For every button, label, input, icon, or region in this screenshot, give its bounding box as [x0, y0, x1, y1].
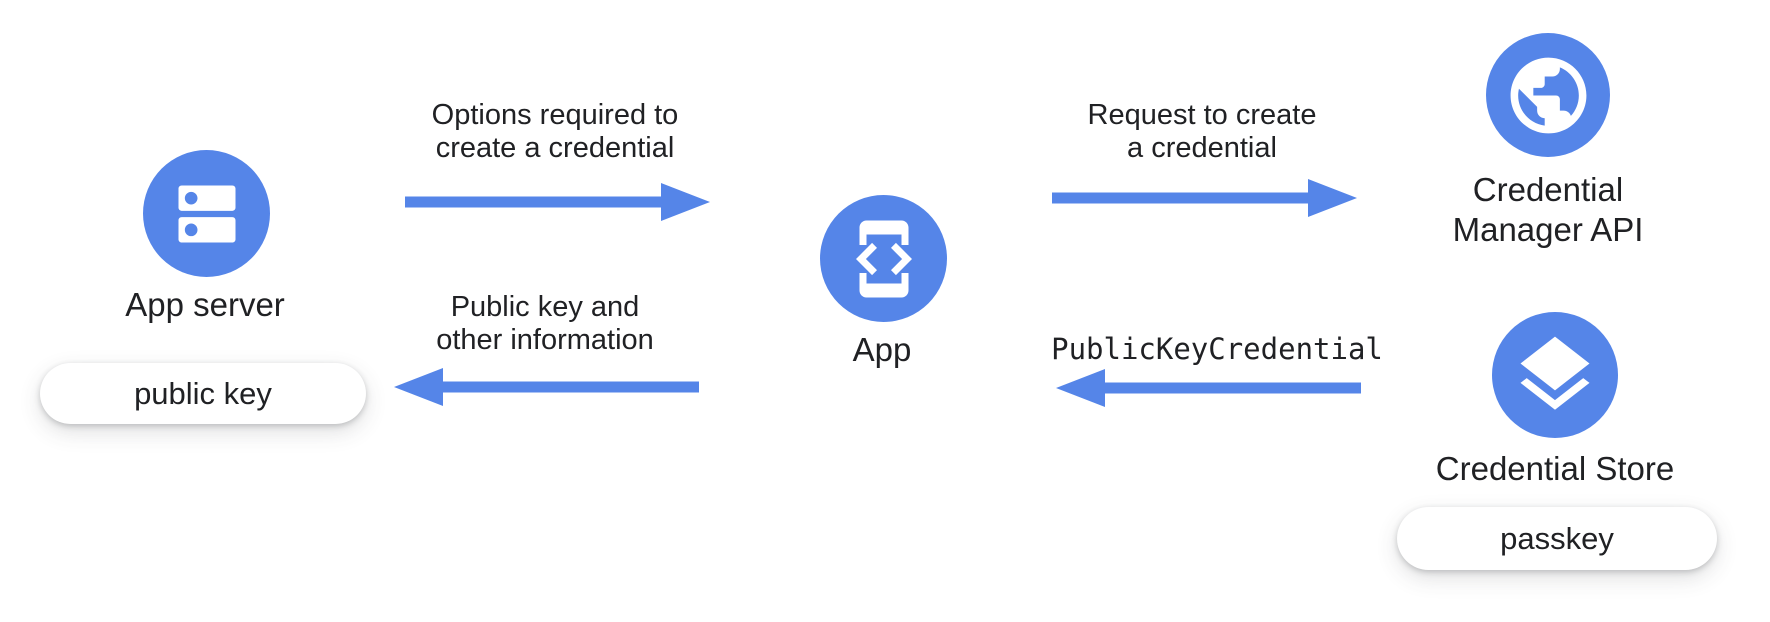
- passkey-pill: passkey: [1397, 507, 1717, 570]
- server-dns-icon: [178, 185, 235, 242]
- arrow-label-request-create: Request to create a credential: [1088, 99, 1317, 165]
- public-key-pill: public key: [40, 363, 366, 424]
- arrow-label-line: Options required to: [431, 99, 679, 131]
- arrow-label-publickeycredential: PublicKeyCredential: [1051, 332, 1383, 366]
- arrow-request-create: [1052, 179, 1357, 217]
- credential-store-label: Credential Store: [1435, 450, 1675, 487]
- arrow-label-line: Request to create: [1087, 99, 1317, 131]
- globe-icon: [1510, 57, 1586, 133]
- app-circle: [820, 195, 947, 322]
- arrow-public-key-info: [394, 368, 699, 406]
- credential-manager-label-line: Credential: [1472, 171, 1624, 208]
- app-label: App: [852, 331, 912, 368]
- credential-store-circle: [1492, 312, 1618, 438]
- credential-manager-label: Credential Manager API: [1453, 170, 1644, 250]
- public-key-pill-label: public key: [134, 375, 272, 411]
- credential-manager-circle: [1486, 33, 1610, 157]
- arrow-options-required: [405, 183, 710, 221]
- arrow-label-line: create a credential: [435, 132, 675, 164]
- phone-code-icon: [855, 220, 912, 297]
- app-server-label: App server: [125, 286, 285, 323]
- passkey-pill-label: passkey: [1500, 520, 1614, 556]
- credential-manager-label-line: Manager API: [1452, 211, 1644, 248]
- arrow-label-line: Public key and: [450, 291, 640, 323]
- arrow-label-line: other information: [436, 324, 654, 356]
- arrow-label-line: a credential: [1127, 132, 1277, 164]
- app-server-circle: [143, 150, 270, 277]
- layers-icon: [1520, 336, 1590, 410]
- arrow-label-options-required: Options required to create a credential: [432, 99, 679, 165]
- arrow-label-public-key-info: Public key and other information: [436, 291, 654, 357]
- arrow-publickeycredential: [1056, 369, 1361, 407]
